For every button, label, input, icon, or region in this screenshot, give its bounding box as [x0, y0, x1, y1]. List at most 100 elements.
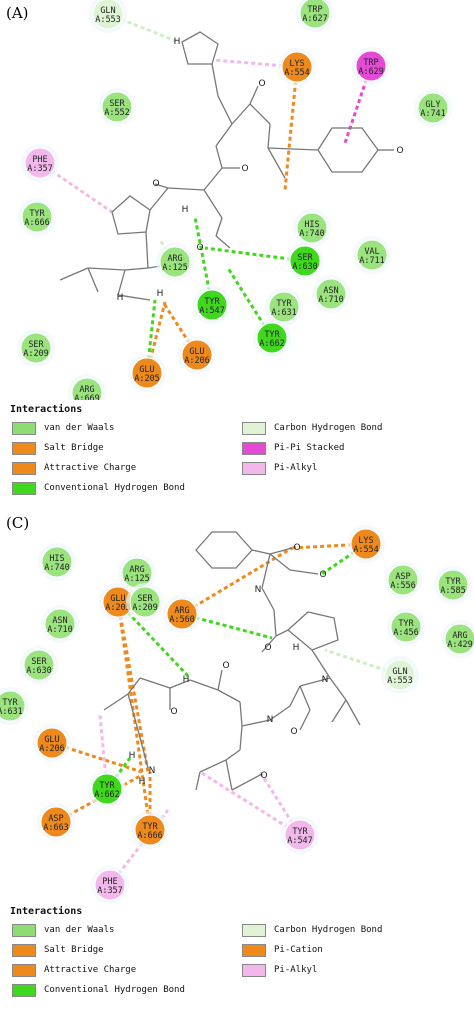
atom-o: O — [196, 243, 203, 253]
residue-circle — [92, 0, 124, 30]
pi-alkyl-line — [199, 770, 301, 837]
residue-id: A:209 — [132, 603, 158, 613]
atom-o: O — [241, 164, 248, 174]
residue-id: A:456 — [393, 628, 419, 638]
pi-alkyl-line — [98, 714, 109, 790]
residue-name: ASN — [52, 616, 67, 626]
atom-o: O — [260, 771, 267, 781]
legend-item: Conventional Hydrogen Bond — [12, 480, 185, 496]
residue-id: A:556 — [390, 581, 416, 591]
residue-name: TYR — [99, 781, 115, 791]
residue-name: VAL — [364, 247, 379, 257]
residue-name: HIS — [304, 220, 319, 230]
atom-h: H — [117, 293, 124, 303]
residue-name: TYR — [264, 330, 280, 340]
atom-h: H — [293, 643, 300, 653]
legend-label: Salt Bridge — [44, 443, 104, 453]
carbon-h-bond-line — [158, 239, 177, 263]
legend-swatch — [12, 421, 36, 435]
residue-id: A:630 — [292, 262, 318, 272]
atom-o: O — [170, 707, 177, 717]
legend-label: Pi-Alkyl — [274, 463, 318, 473]
residue-name: GLU — [189, 347, 204, 357]
carbon-h-bond-line — [324, 648, 401, 677]
residue-name: TYR — [398, 619, 414, 629]
atom-h: H — [129, 751, 136, 761]
residue-circle — [315, 278, 347, 310]
residue-id: A:553 — [387, 676, 413, 686]
residue-circle — [387, 564, 419, 596]
residue-circle — [355, 50, 387, 82]
residue-id: A:629 — [358, 67, 384, 77]
residue-name: GLU — [139, 365, 154, 375]
residue-name: TRP — [363, 58, 378, 68]
panel-c-label: (C) — [6, 514, 30, 532]
residue-id: A:627 — [302, 14, 328, 24]
legend-swatch — [12, 983, 36, 997]
residue-name: LYS — [289, 59, 304, 69]
residue-name: ARG — [174, 606, 189, 616]
residue-circle — [284, 819, 316, 851]
attractive-charge-line — [291, 542, 367, 550]
h-bond-line — [145, 299, 157, 374]
residue-id: A:554 — [284, 68, 310, 78]
residue-name: ASN — [323, 286, 338, 296]
legend-item: Pi-Alkyl — [242, 962, 317, 978]
residue-name: SER — [31, 657, 47, 667]
residue-name: ARG — [79, 385, 94, 395]
ligand-structure-c — [103, 531, 361, 791]
legend-label: Attractive Charge — [44, 463, 137, 473]
atom-n: N — [255, 585, 262, 595]
legend-item: Pi-Pi Stacked — [242, 440, 344, 456]
carbon-h-bond-line — [107, 12, 177, 43]
residue-circle — [24, 147, 56, 179]
legend-swatch — [12, 461, 36, 475]
residue-id: A:585 — [440, 586, 466, 596]
residue-id: A:547 — [199, 306, 225, 316]
residue-id: A:669 — [74, 394, 100, 400]
legend-swatch — [242, 461, 266, 475]
residue-id: A:710 — [318, 295, 344, 305]
residue-circle — [0, 690, 26, 722]
legend-swatch — [242, 943, 266, 957]
residue-circle — [21, 201, 53, 233]
legend-title: Interactions — [10, 404, 83, 415]
legend-label: Carbon Hydrogen Bond — [274, 925, 383, 935]
residue-name: TYR — [204, 297, 220, 307]
legend-item: Carbon Hydrogen Bond — [242, 420, 382, 436]
residue-name: GLY — [425, 100, 440, 110]
legend-item: Carbon Hydrogen Bond — [242, 922, 382, 938]
legend-label: Conventional Hydrogen Bond — [44, 483, 185, 493]
atom-h: H — [174, 37, 181, 47]
panel-c: (C) — [0, 510, 474, 1014]
atom-n: N — [322, 675, 329, 685]
residue-name: ARG — [452, 631, 467, 641]
residue-circle — [256, 322, 288, 354]
residue-name: ASP — [48, 814, 63, 824]
residue-id: A:209 — [23, 349, 49, 359]
legend-label: Salt Bridge — [44, 945, 104, 955]
residue-circle — [268, 291, 300, 323]
interaction-diagram-a: H O O O O H O H H GLNA:553TRPA:627LYSA:5… — [17, 0, 452, 400]
residue-id: A:547 — [287, 836, 313, 846]
residue-circle — [296, 212, 328, 244]
legend-item: Pi-Cation — [242, 942, 323, 958]
panel-a: (A) — [6, 0, 452, 496]
atom-o: O — [258, 79, 265, 89]
legend-swatch — [12, 963, 36, 977]
residue-id: A:663 — [43, 823, 69, 833]
residue-circle — [36, 727, 68, 759]
residue-circle — [444, 623, 474, 655]
